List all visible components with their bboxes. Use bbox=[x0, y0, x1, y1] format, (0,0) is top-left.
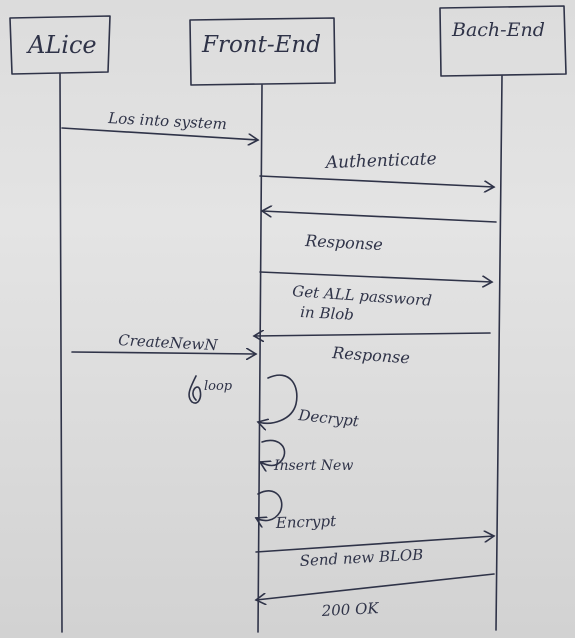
message-log-into-system-arrow bbox=[61, 127, 258, 140]
loop-label: loop bbox=[204, 379, 233, 394]
lifeline-alice bbox=[59, 73, 63, 633]
message-create-new-n-label: CreateNewN bbox=[118, 331, 219, 354]
self-call-insert-new-label: Insert New bbox=[273, 458, 353, 474]
message-response-1-label: Response bbox=[304, 231, 383, 254]
message-send-new-blob-label: Send new BLOB bbox=[299, 546, 423, 570]
participant-alice-label: ALice bbox=[26, 31, 97, 59]
message-response-1-arrow bbox=[262, 211, 497, 223]
message-send-new-blob-arrow bbox=[255, 536, 494, 553]
lifeline-back-end bbox=[495, 75, 503, 631]
self-call-encrypt-arrow bbox=[256, 490, 283, 521]
self-call-decrypt-arrow bbox=[258, 374, 298, 423]
participant-front-end: Front-End bbox=[189, 17, 336, 86]
self-call-insert-new-arrow bbox=[260, 439, 286, 465]
message-200-ok-label: 200 OK bbox=[320, 599, 380, 620]
self-call-encrypt-label: Encrypt bbox=[275, 512, 338, 532]
participant-front-end-label: Front-End bbox=[201, 32, 321, 58]
message-response-2-arrow bbox=[254, 333, 491, 336]
message-create-new-n-arrow bbox=[71, 352, 256, 354]
message-get-all-password-label-line2: in Blob bbox=[300, 303, 355, 324]
message-authenticate-arrow bbox=[259, 175, 494, 187]
participant-back-end: Bach-End bbox=[439, 5, 567, 77]
message-200-ok-arrow bbox=[256, 573, 495, 600]
lifeline-front-end bbox=[257, 84, 263, 633]
self-call-decrypt-label: Decrypt bbox=[297, 406, 361, 430]
participant-alice: ALice bbox=[9, 15, 111, 75]
message-authenticate-label: Authenticate bbox=[323, 149, 436, 173]
message-get-all-password-arrow bbox=[259, 271, 492, 282]
loop-scribble: loop bbox=[188, 375, 233, 404]
message-log-into-system-label: Los into system bbox=[107, 109, 228, 133]
message-response-2-label: Response bbox=[331, 343, 411, 367]
participant-back-end-label: Bach-End bbox=[451, 19, 545, 41]
